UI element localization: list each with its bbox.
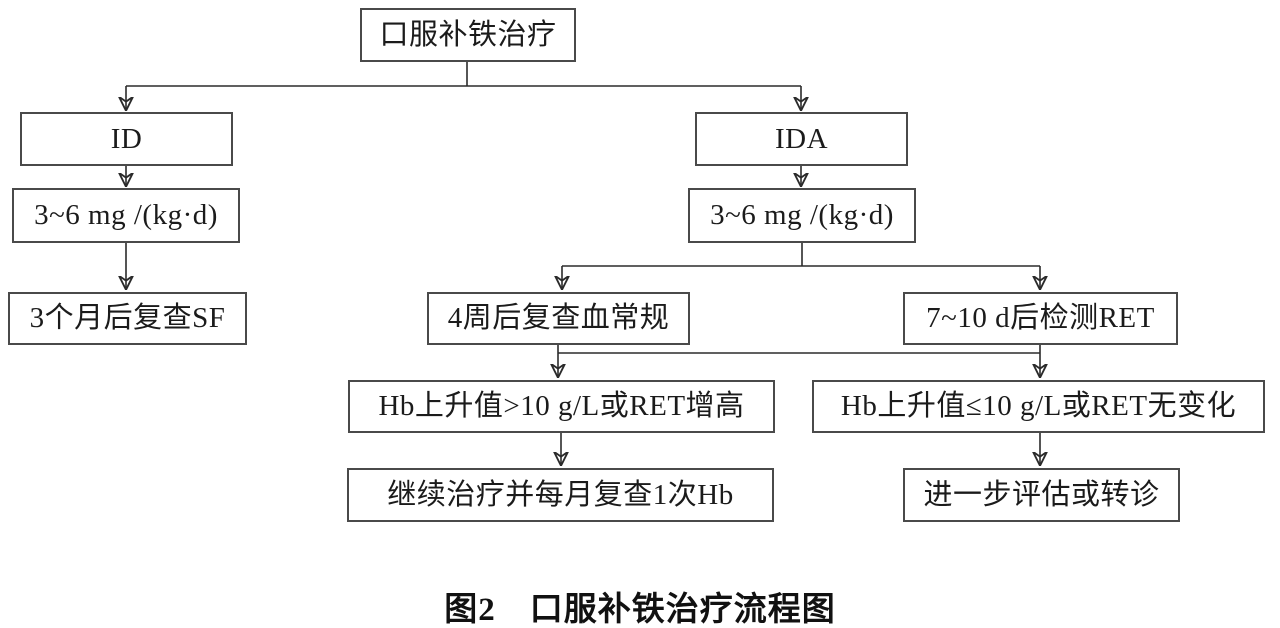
node-check-ret: 7~10 d后检测RET [903,292,1178,345]
node-continue-monthly: 继续治疗并每月复查1次Hb [347,468,774,522]
node-dose-ida: 3~6 mg /(kg·d) [688,188,916,243]
node-dose-id: 3~6 mg /(kg·d) [12,188,240,243]
node-further-eval: 进一步评估或转诊 [903,468,1180,522]
node-id: ID [20,112,233,166]
node-hb-no-rise: Hb上升值≤10 g/L或RET无变化 [812,380,1265,433]
node-recheck-sf: 3个月后复查SF [8,292,247,345]
node-hb-rise: Hb上升值>10 g/L或RET增高 [348,380,775,433]
node-ida: IDA [695,112,908,166]
node-oral-iron-therapy: 口服补铁治疗 [360,8,576,62]
node-recheck-blood: 4周后复查血常规 [427,292,690,345]
figure-number: 图2 [444,592,496,628]
figure-caption: 图2 口服补铁治疗流程图 [0,582,1280,628]
figure-title: 口服补铁治疗流程图 [529,592,836,628]
